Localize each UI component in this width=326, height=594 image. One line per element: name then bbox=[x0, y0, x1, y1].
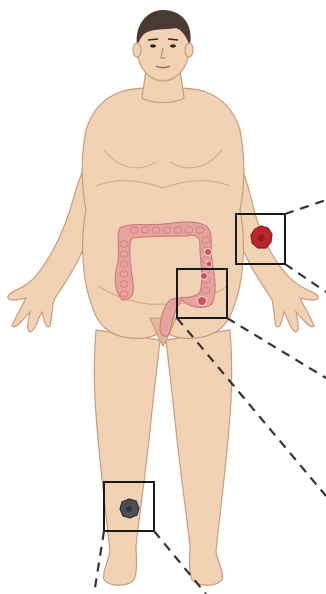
colon-haustrum bbox=[202, 287, 210, 293]
left-ear bbox=[133, 43, 141, 57]
right-eye bbox=[170, 44, 176, 47]
colon-haustrum bbox=[152, 227, 160, 233]
colon-haustrum bbox=[202, 237, 210, 243]
colon-haustrum bbox=[174, 227, 182, 233]
left-leg bbox=[94, 330, 160, 585]
colon-haustrum bbox=[120, 261, 128, 267]
polyp bbox=[201, 273, 208, 280]
leg-leader-left bbox=[94, 531, 104, 594]
colon-haustrum bbox=[120, 241, 128, 247]
colon-haustrum bbox=[120, 251, 128, 257]
colon-haustrum bbox=[196, 227, 204, 233]
arm-lesion bbox=[251, 226, 272, 248]
leg-lesion bbox=[120, 499, 139, 518]
colon-haustrum bbox=[120, 291, 128, 297]
body-figure bbox=[8, 10, 318, 585]
colon-haustrum bbox=[141, 227, 149, 233]
polyp bbox=[206, 261, 212, 267]
left-brow bbox=[148, 39, 158, 40]
dark-lesion-core bbox=[126, 506, 132, 512]
colon-haustrum bbox=[163, 227, 171, 233]
polyp bbox=[198, 297, 207, 306]
red-lesion-core bbox=[258, 235, 265, 242]
colon-haustrum bbox=[120, 281, 128, 287]
left-eye bbox=[150, 44, 156, 47]
right-leg bbox=[166, 330, 232, 585]
right-brow bbox=[168, 39, 178, 40]
colon-haustrum bbox=[185, 227, 193, 233]
polyp bbox=[205, 249, 212, 256]
colon-haustrum bbox=[130, 227, 138, 233]
right-ear bbox=[185, 43, 193, 57]
torso bbox=[82, 88, 244, 339]
colon-haustrum bbox=[120, 271, 128, 277]
arm-leader-top bbox=[285, 200, 326, 214]
